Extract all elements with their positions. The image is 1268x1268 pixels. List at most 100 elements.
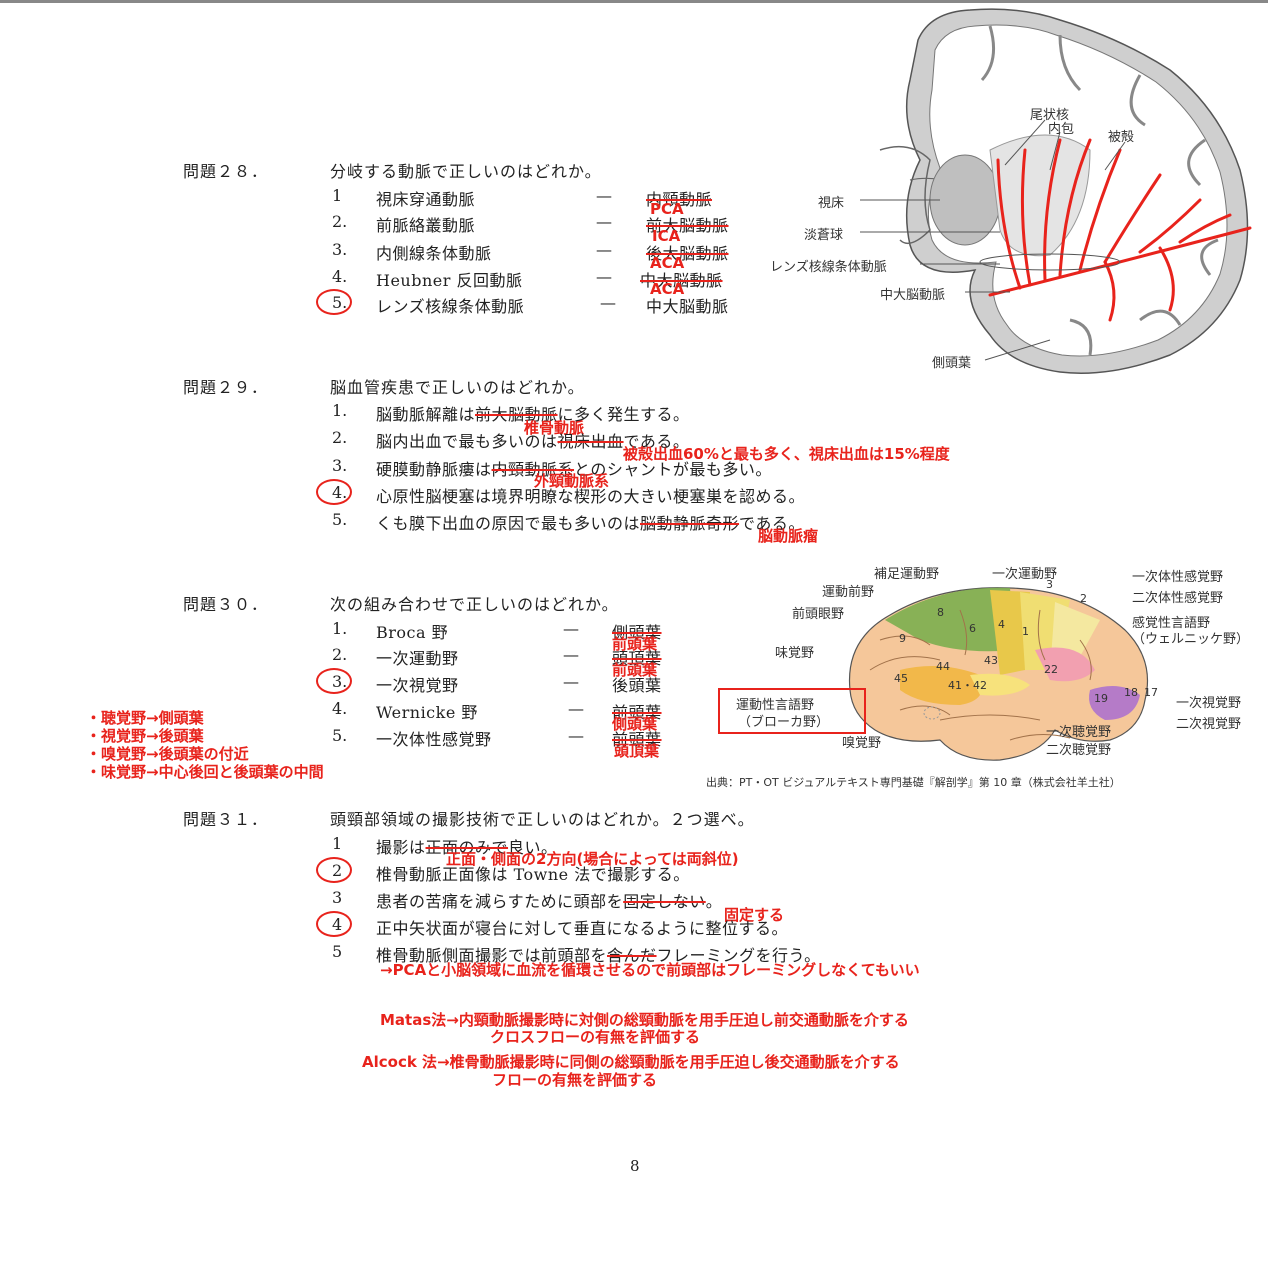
q28-opt3-left: 内側線条体動脈	[376, 244, 492, 263]
q30-side-note-2: ・視覚野→後頭葉	[86, 727, 204, 745]
q29-opt3-fix: 外頸動脈系	[534, 472, 610, 490]
alcock-note-2: フローの有無を評価する	[492, 1071, 658, 1089]
q29-title: 問題２９．	[183, 378, 269, 397]
q29-opt4-num: 4.	[332, 483, 348, 502]
q28-opt5-dash: —	[600, 293, 617, 312]
q30-opt5-num: 5.	[332, 726, 348, 745]
q28-opt5-left: レンズ核線条体動脈	[376, 297, 525, 316]
area-44: 44	[936, 660, 950, 673]
q30-side-note-3: ・嗅覚野→後頭葉の付近	[86, 745, 249, 763]
q30-opt2-num: 2.	[332, 645, 348, 664]
q31-opt3-text: 患者の苦痛を減らすために頭部を固定しない。	[376, 892, 723, 911]
q28-opt2-num: 2.	[332, 212, 348, 231]
area-1: 1	[1022, 625, 1029, 638]
top-border	[0, 0, 1268, 3]
area-43: 43	[984, 654, 998, 667]
area-8: 8	[937, 606, 944, 619]
q30-opt3-left: 一次視覚野	[376, 676, 459, 695]
area-18: 18	[1124, 686, 1138, 699]
brain-coronal-figure	[860, 8, 1252, 374]
q28-opt1-dash: —	[596, 186, 613, 205]
label-broca1: 運動性言語野	[736, 698, 815, 713]
q28-opt4-dash: —	[596, 267, 613, 286]
q31-opt1-fix: 正面・側面の2方向(場合によっては両斜位)	[446, 850, 739, 868]
q29-opt5-num: 5.	[332, 510, 348, 529]
label-v2: 二次視覚野	[1176, 717, 1242, 732]
q29-opt2-num: 2.	[332, 428, 348, 447]
q28-opt2-right: 前大脳動脈	[646, 216, 729, 235]
q29-opt1-num: 1.	[332, 401, 348, 420]
area-41-42: 41・42	[948, 679, 987, 692]
label-a1: 一次聴覚野	[1046, 725, 1112, 740]
q30-opt3-dash: —	[563, 672, 580, 691]
label-premotor: 運動前野	[822, 585, 875, 600]
label-s1: 一次体性感覚野	[1132, 570, 1224, 585]
area-9: 9	[899, 632, 906, 645]
q29-opt5-fix: 脳動脈瘤	[758, 527, 819, 545]
q30-opt3-right: 後頭葉	[612, 676, 662, 695]
label-olfactory: 嗅覚野	[842, 736, 882, 751]
label-mca: 中大脳動脈	[880, 288, 946, 303]
q28-opt3-fix: ACA	[650, 254, 685, 272]
q31-opt4-num: 4	[332, 915, 343, 934]
q29-opt1-text: 脳動脈解離は前大脳動脈に多く発生する。	[376, 405, 690, 424]
q28-opt2-dash: —	[596, 212, 613, 231]
area-45: 45	[894, 672, 908, 685]
q30-opt1-left: Broca 野	[376, 623, 449, 642]
q30-opt4-dash: —	[568, 699, 585, 718]
q30-opt5-fix: 頭頂葉	[614, 742, 660, 760]
q28-opt4-fix: ACA	[650, 280, 685, 298]
broca-highlight-box	[718, 688, 866, 734]
q29-opt5-text: くも膜下出血の原因で最も多いのは脳動静脈奇形である。	[376, 514, 805, 533]
q31-opt5-text: 椎骨動脈側面撮影では前頭部を含んだフレーミングを行う。	[376, 946, 821, 965]
label-s2: 二次体性感覚野	[1132, 591, 1224, 606]
q31-opt1-text: 撮影は正面のみで良い。	[376, 838, 558, 857]
matas-note-1: Matas法→内頸動脈撮影時に対側の総頸動脈を用手圧迫し前交通動脈を介する	[380, 1011, 909, 1029]
q30-answer-circle	[316, 668, 352, 694]
q29-opt3-text: 硬膜動静脈瘻は内頸動脈系とのシャントが最も多い。	[376, 460, 772, 479]
q31-opt5-fix: →PCAと小脳領域に血流を循環させるので前頭部はフレーミングしなくてもいい	[380, 961, 920, 979]
q28-opt4-left: Heubner 反回動脈	[376, 271, 523, 290]
q30-opt4-fix: 側頭葉	[612, 715, 658, 733]
q28-opt4-num: 4.	[332, 267, 348, 286]
label-wernicke1: 感覚性言語野	[1132, 616, 1211, 631]
q31-opt2-num: 2	[332, 861, 343, 880]
q30-title: 問題３０．	[183, 595, 269, 614]
q30-opt5-left: 一次体性感覚野	[376, 730, 492, 749]
q28-answer-circle	[316, 289, 352, 315]
q31-opt1-num: 1	[332, 834, 343, 853]
q29-opt4-text: 心原性脳梗塞は境界明瞭な楔形の大きい梗塞巣を認める。	[376, 487, 806, 506]
q31-answer-circle-4	[316, 911, 352, 937]
q31-question: 頭頸部領域の撮影技術で正しいのはどれか。２つ選べ。	[330, 810, 755, 829]
q29-opt1-fix: 椎骨動脈	[524, 419, 585, 437]
label-wernicke2: （ウェルニッケ野）	[1132, 632, 1250, 647]
q30-opt5-dash: —	[568, 726, 585, 745]
q30-opt1-right: 側頭葉	[612, 623, 662, 642]
label-fef: 前頭眼野	[792, 607, 845, 622]
label-caudate: 尾状核	[1030, 108, 1070, 123]
label-lenticulostriate: レンズ核線条体動脈	[770, 260, 887, 275]
label-m1: 一次運動野	[992, 567, 1058, 582]
q30-opt4-left: Wernicke 野	[376, 703, 478, 722]
q30-opt1-fix: 前頭葉	[612, 635, 658, 653]
q31-opt2-text: 椎骨動脈正面像は Towne 法で撮影する。	[376, 865, 690, 884]
q31-opt3-num: 3	[332, 888, 343, 907]
label-putamen: 被殻	[1108, 130, 1135, 145]
q28-opt3-right: 後大脳動脈	[646, 244, 729, 263]
q28-opt3-num: 3.	[332, 240, 348, 259]
q28-opt1-fix: PCA	[650, 200, 684, 218]
q29-opt2-fix: 被殻出血60%と最も多く、視床出血は15%程度	[623, 445, 950, 463]
area-19: 19	[1094, 692, 1108, 705]
q30-opt5-right: 前頭葉	[612, 730, 662, 749]
q28-opt5-num: 5.	[332, 293, 348, 312]
q31-opt4-text: 正中矢状面が寝台に対して垂直になるように整位する。	[376, 919, 789, 938]
matas-note-2: クロスフローの有無を評価する	[490, 1028, 701, 1046]
q28-opt4-right: 中大脳動脈	[640, 271, 723, 290]
area-3: 3	[1046, 578, 1053, 591]
q31-opt3-fix: 固定する	[724, 906, 785, 924]
area-4: 4	[998, 618, 1005, 631]
q28-opt5-right: 中大脳動脈	[646, 297, 729, 316]
q28-title: 問題２８．	[183, 162, 269, 181]
q30-opt2-left: 一次運動野	[376, 649, 459, 668]
label-gustatory: 味覚野	[775, 646, 815, 661]
